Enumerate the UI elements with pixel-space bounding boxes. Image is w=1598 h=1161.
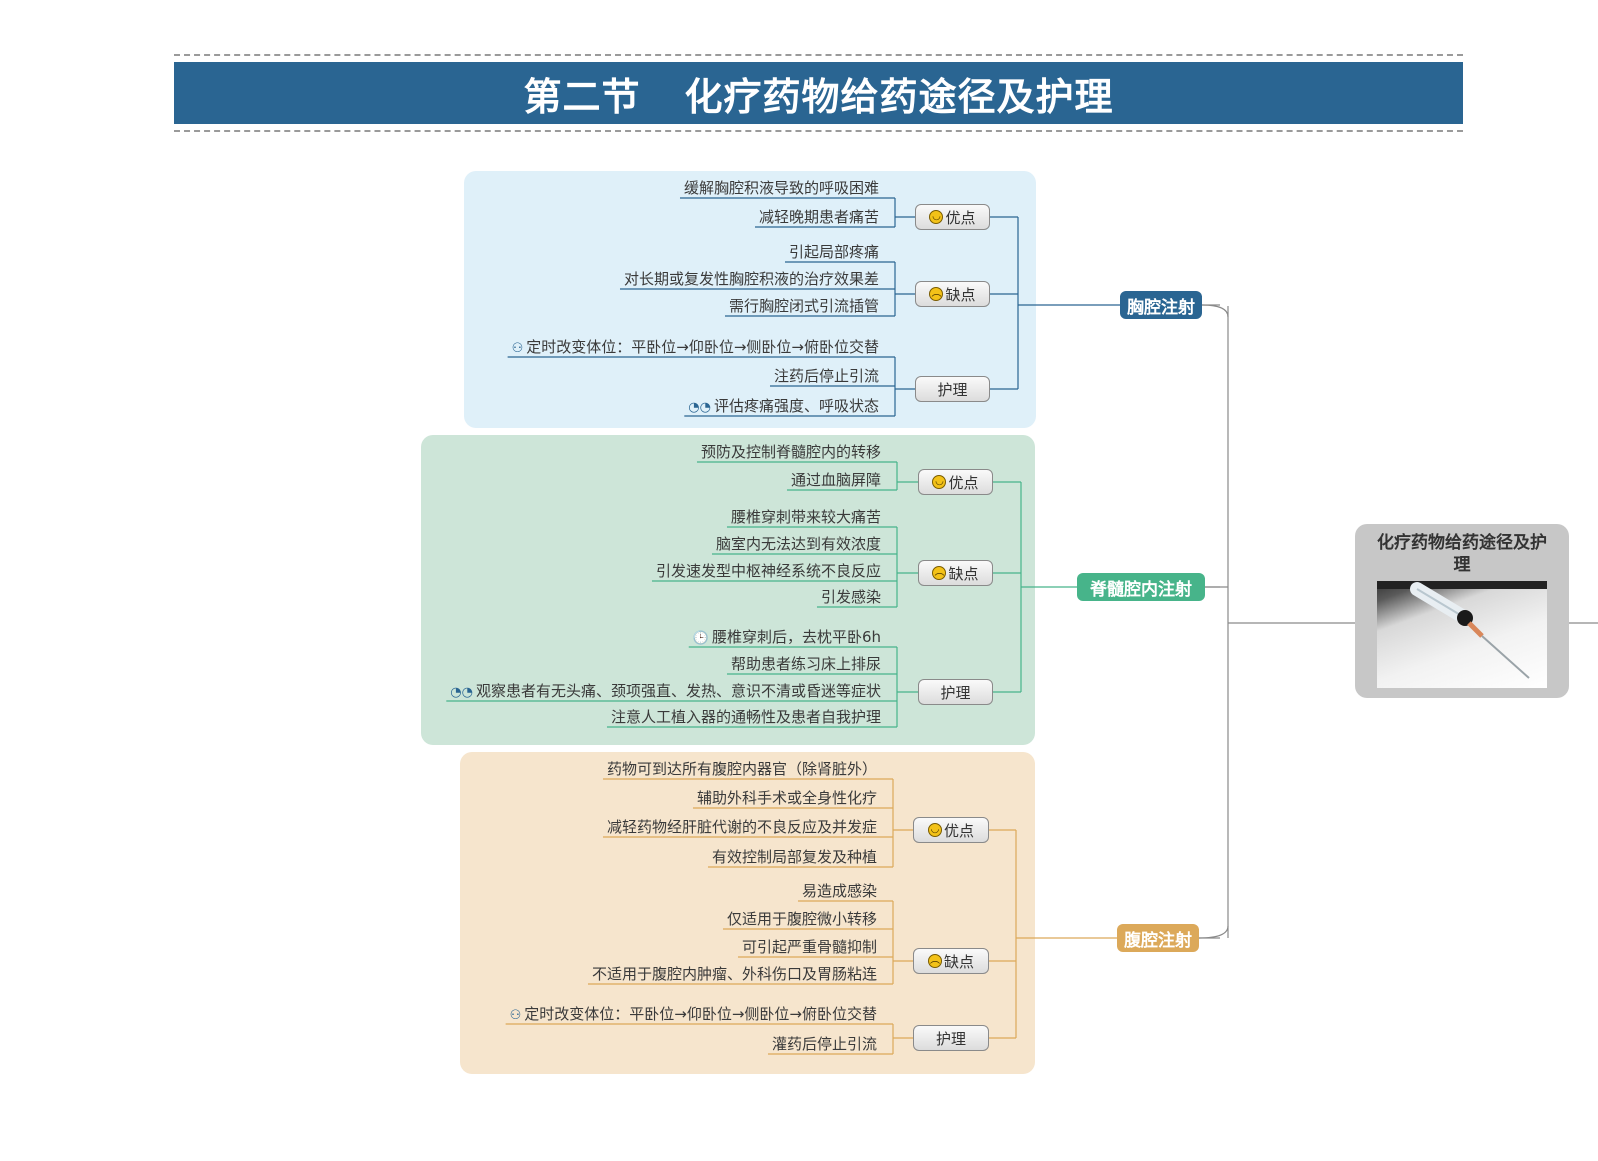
smile-icon: ◡: [929, 210, 944, 224]
frown-icon: ︵: [927, 954, 942, 968]
leaf-2-2-3[interactable]: 引发速发型中枢神经系统不良反应: [656, 562, 881, 580]
leaf-text: 对长期或复发性胸腔积液的治疗效果差: [623, 270, 879, 288]
category-label: 缺点: [948, 564, 979, 583]
leaf-text: 减轻药物经肝脏代谢的不良反应及并发症: [606, 818, 877, 836]
syringe-image: [1377, 581, 1547, 688]
leaf-text: 有效控制局部复发及种植: [711, 848, 877, 866]
leaf-text: 观察患者有无头痛、颈项强直、发热、意识不清或昏迷等症状: [475, 682, 881, 700]
leaf-text: 腰椎穿刺带来较大痛苦: [730, 508, 881, 526]
branch-2[interactable]: 脊髓腔内注射: [1077, 573, 1205, 601]
leaf-2-2-4[interactable]: 引发感染: [821, 588, 881, 606]
category-2-3[interactable]: 护理: [918, 679, 993, 705]
leaf-1-2-2[interactable]: 对长期或复发性胸腔积液的治疗效果差: [624, 270, 879, 288]
frown-icon: ︵: [932, 566, 947, 580]
leaf-2-3-1[interactable]: 🕒腰椎穿刺后，去枕平卧6h: [693, 628, 881, 648]
leaf-3-2-3[interactable]: 可引起严重骨髓抑制: [742, 938, 877, 956]
leaf-text: 脑室内无法达到有效浓度: [715, 535, 881, 553]
leaf-text: 定时改变体位：平卧位→仰卧位→侧卧位→俯卧位交替: [524, 1005, 877, 1023]
leaf-text: 引发速发型中枢神经系统不良反应: [655, 562, 881, 580]
leaf-text: 腰椎穿刺后，去枕平卧6h: [711, 628, 881, 646]
leaf-text: 引发感染: [820, 588, 881, 606]
bottom-divider: [174, 130, 1463, 132]
panel-intraperitoneal: [460, 752, 1035, 1074]
category-1-3[interactable]: 护理: [915, 376, 990, 402]
leaf-2-1-1[interactable]: 预防及控制脊髓腔内的转移: [701, 443, 881, 461]
leaf-text: 注意人工植入器的通畅性及患者自我护理: [610, 708, 881, 726]
leaf-2-3-2[interactable]: 帮助患者练习床上排尿: [731, 655, 881, 673]
leaf-text: 仅适用于腹腔微小转移: [726, 910, 877, 928]
leaf-3-1-3[interactable]: 减轻药物经肝脏代谢的不良反应及并发症: [607, 818, 877, 836]
central-topic[interactable]: 化疗药物给药途径及护理: [1355, 524, 1569, 698]
page-title: 第二节 化疗药物给药途径及护理: [174, 62, 1463, 124]
category-label: 缺点: [945, 285, 976, 304]
leaf-1-2-1[interactable]: 引起局部疼痛: [789, 243, 879, 261]
eye-icon: ◔◔: [450, 685, 473, 700]
leaf-text: 引起局部疼痛: [788, 243, 879, 261]
top-divider: [174, 54, 1463, 56]
leaf-2-1-2[interactable]: 通过血脑屏障: [791, 471, 881, 489]
leaf-2-2-2[interactable]: 脑室内无法达到有效浓度: [716, 535, 881, 553]
category-1-1[interactable]: ◡优点: [915, 204, 990, 230]
leaf-3-2-1[interactable]: 易造成感染: [802, 882, 877, 900]
leaf-2-3-4[interactable]: 注意人工植入器的通畅性及患者自我护理: [611, 708, 881, 726]
leaf-text: 可引起严重骨髓抑制: [741, 938, 877, 956]
leaf-1-1-2[interactable]: 减轻晚期患者痛苦: [759, 208, 879, 226]
category-1-2[interactable]: ︵缺点: [915, 281, 990, 307]
syringe-icon: [1377, 581, 1547, 679]
category-2-1[interactable]: ◡优点: [918, 469, 993, 495]
leaf-text: 不适用于腹腔内肿瘤、外科伤口及胃肠粘连: [591, 965, 877, 983]
category-label: 护理: [937, 380, 968, 399]
smile-icon: ◡: [932, 475, 947, 489]
eye-icon: ◔◔: [688, 400, 711, 415]
leaf-3-3-2[interactable]: 灌药后停止引流: [772, 1035, 877, 1053]
leaf-text: 缓解胸腔积液导致的呼吸困难: [683, 179, 879, 197]
clock-icon: 🕒: [692, 631, 709, 646]
leaf-text: 定时改变体位：平卧位→仰卧位→侧卧位→俯卧位交替: [526, 338, 879, 356]
leaf-1-2-3[interactable]: 需行胸腔闭式引流插管: [729, 297, 879, 315]
leaf-text: 帮助患者练习床上排尿: [730, 655, 881, 673]
smile-icon: ◡: [927, 823, 942, 837]
people-icon: ⚇: [511, 341, 524, 356]
leaf-1-3-1[interactable]: ⚇定时改变体位：平卧位→仰卧位→侧卧位→俯卧位交替: [512, 338, 879, 358]
leaf-text: 需行胸腔闭式引流插管: [728, 297, 879, 315]
leaf-3-2-4[interactable]: 不适用于腹腔内肿瘤、外科伤口及胃肠粘连: [592, 965, 877, 983]
category-2-2[interactable]: ︵缺点: [918, 560, 993, 586]
category-3-2[interactable]: ︵缺点: [913, 948, 989, 974]
leaf-text: 灌药后停止引流: [771, 1035, 877, 1053]
leaf-3-3-1[interactable]: ⚇定时改变体位：平卧位→仰卧位→侧卧位→俯卧位交替: [510, 1005, 877, 1025]
branch-1[interactable]: 胸腔注射: [1120, 291, 1202, 319]
leaf-1-3-3[interactable]: ◔◔评估疼痛强度、呼吸状态: [688, 397, 879, 417]
leaf-3-1-2[interactable]: 辅助外科手术或全身性化疗: [697, 789, 877, 807]
leaf-text: 辅助外科手术或全身性化疗: [696, 789, 877, 807]
leaf-3-1-4[interactable]: 有效控制局部复发及种植: [712, 848, 877, 866]
title-text: 化疗药物给药途径及护理: [684, 73, 1114, 119]
frown-icon: ︵: [929, 287, 944, 301]
leaf-2-3-3[interactable]: ◔◔观察患者有无头痛、颈项强直、发热、意识不清或昏迷等症状: [450, 682, 881, 702]
leaf-text: 易造成感染: [801, 882, 877, 900]
category-label: 护理: [935, 1029, 966, 1048]
category-label: 优点: [943, 821, 974, 840]
leaf-text: 减轻晚期患者痛苦: [758, 208, 879, 226]
leaf-3-1-1[interactable]: 药物可到达所有腹腔内器官（除肾脏外）: [607, 760, 877, 778]
category-3-3[interactable]: 护理: [913, 1025, 989, 1051]
category-label: 护理: [940, 683, 971, 702]
leaf-text: 通过血脑屏障: [790, 471, 881, 489]
category-3-1[interactable]: ◡优点: [913, 817, 989, 843]
leaf-text: 注药后停止引流: [773, 367, 879, 385]
leaf-3-2-2[interactable]: 仅适用于腹腔微小转移: [727, 910, 877, 928]
leaf-2-2-1[interactable]: 腰椎穿刺带来较大痛苦: [731, 508, 881, 526]
leaf-1-1-1[interactable]: 缓解胸腔积液导致的呼吸困难: [684, 179, 879, 197]
category-label: 优点: [945, 208, 976, 227]
leaf-1-3-2[interactable]: 注药后停止引流: [774, 367, 879, 385]
people-icon: ⚇: [509, 1008, 522, 1023]
category-label: 缺点: [943, 952, 974, 971]
leaf-text: 评估疼痛强度、呼吸状态: [713, 397, 879, 415]
title-section: 第二节: [523, 73, 641, 119]
branch-3[interactable]: 腹腔注射: [1117, 924, 1199, 952]
central-topic-label: 化疗药物给药途径及护理: [1377, 533, 1547, 575]
leaf-text: 药物可到达所有腹腔内器官（除肾脏外）: [606, 760, 877, 778]
leaf-text: 预防及控制脊髓腔内的转移: [700, 443, 881, 461]
category-label: 优点: [948, 473, 979, 492]
